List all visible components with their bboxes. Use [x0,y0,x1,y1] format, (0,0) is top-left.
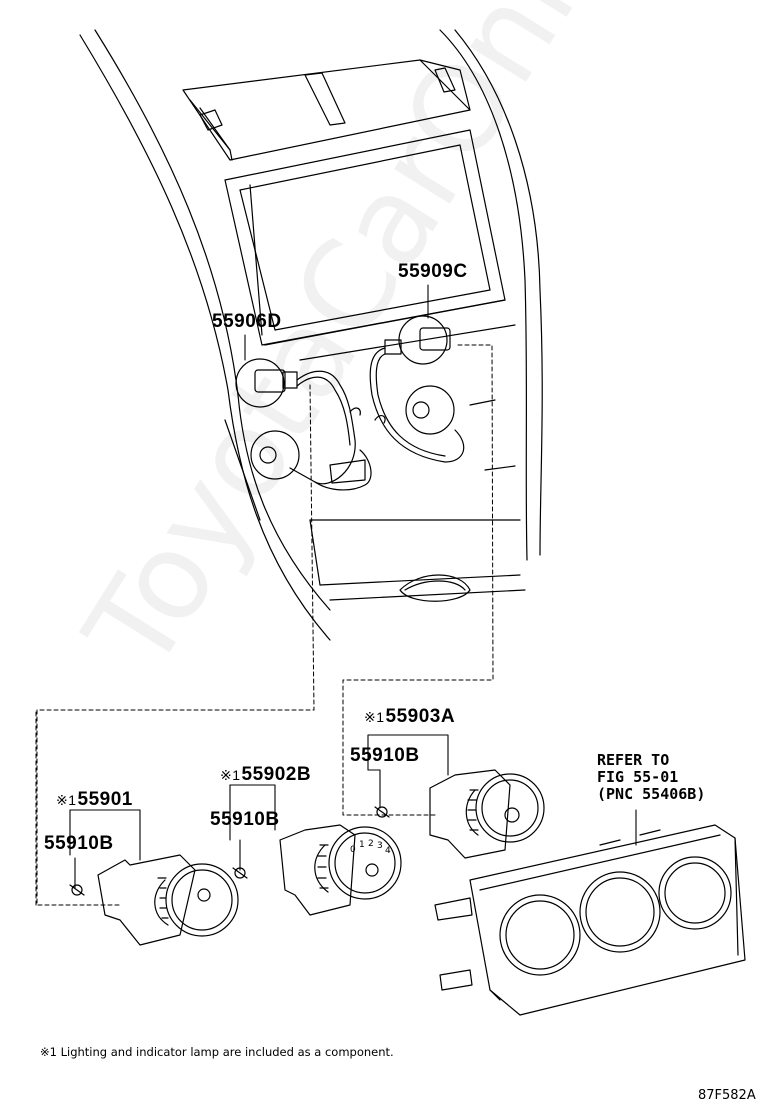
callout-55906D: 55906D [212,311,282,332]
refer-note: REFER TO FIG 55-01 (PNC 55406B) [597,752,705,803]
component-mark: ※1 [56,792,77,808]
callout-55901: ※155901 [56,790,133,809]
refer-line-3: (PNC 55406B) [597,785,706,803]
callout-leaders [69,284,637,889]
component-mark: ※1 [220,767,241,783]
footnote: ※1 Lighting and indicator lamp are inclu… [40,1045,394,1059]
refer-line-2: FIG 55-01 [597,768,679,786]
callout-55902B-number: 55902B [241,764,312,785]
switch-55901 [69,854,239,946]
knob-scale-55902B: 0 1 2 3 4 [350,839,391,856]
callout-55902B: ※155902B [220,765,311,784]
heater-control-panel [434,824,746,1016]
component-mark: ※1 [364,709,385,725]
callout-55903A: ※155903A [364,707,455,726]
knob-number-4: 4 [385,846,391,856]
refer-line-1: REFER TO [597,751,670,769]
dashed-reference-lines [35,344,494,906]
knob-number-2: 2 [368,839,374,849]
knob-number-1: 1 [359,840,365,850]
callout-55910B-a: 55910B [350,745,420,766]
callout-55901-number: 55901 [77,789,133,810]
callout-55910B-b: 55910B [210,809,280,830]
knob-number-0: 0 [350,845,356,855]
figure-code: 87F582A [698,1088,756,1103]
switch-55902B [232,824,402,916]
callout-55903A-number: 55903A [385,706,456,727]
socket-wiring-assembly [235,315,465,491]
center-console-outline [79,29,543,641]
knob-number-3: 3 [377,841,383,851]
switch-55903A [374,769,545,859]
callout-55909C: 55909C [398,261,468,282]
callout-55910B-c: 55910B [44,833,114,854]
